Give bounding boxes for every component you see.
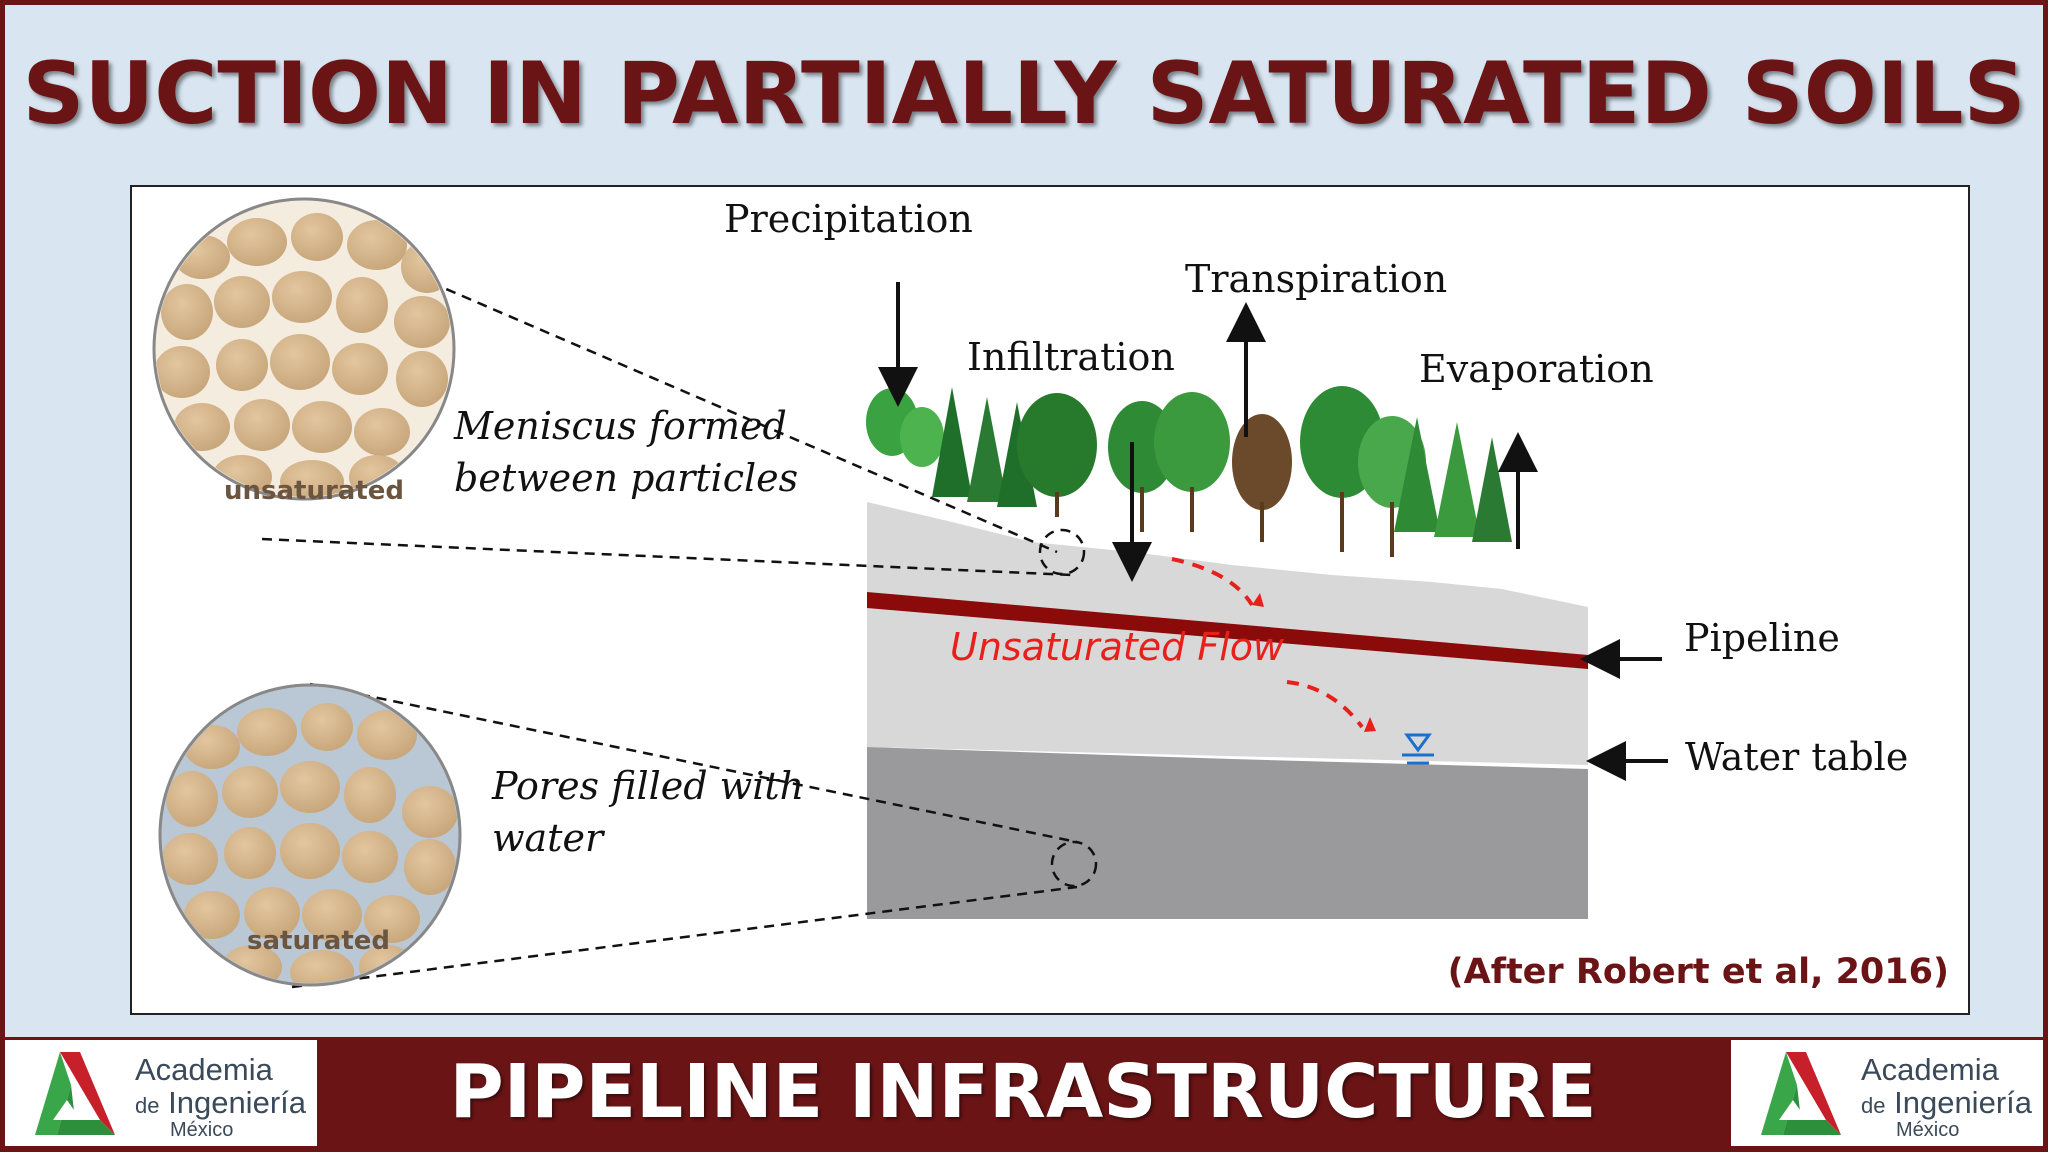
pores-caption-line2: water [492, 816, 606, 860]
saturated-badge: saturated [247, 926, 390, 956]
unsaturated-flow-label: Unsaturated Flow [950, 625, 1285, 669]
infiltration-label: Infiltration [967, 335, 1175, 379]
transpiration-label: Transpiration [1185, 257, 1447, 301]
logo-line3: México [170, 1119, 234, 1141]
citation: (After Robert et al, 2016) [1448, 952, 1949, 992]
logo-line1: Academia [1861, 1052, 1999, 1087]
logo-line2: Ingeniería [168, 1085, 306, 1120]
diagram-panel: Precipitation Transpiration Infiltration… [130, 185, 1970, 1015]
zoom-callout-lines [261, 240, 1098, 989]
logo-line2-prefix: de [1861, 1093, 1886, 1118]
academia-logo-right: Academia de Ingeniería México [1731, 1040, 2043, 1146]
forest-canopy [866, 386, 1512, 557]
pipeline-label: Pipeline [1684, 616, 1840, 660]
slide-title: SUCTION IN PARTIALLY SATURATED SOILS [22, 44, 2026, 144]
water-table-icon [1402, 733, 1434, 765]
meniscus-caption-line2: between particles [454, 456, 798, 500]
saturated-soil-zone [867, 747, 1588, 919]
precipitation-label: Precipitation [724, 197, 973, 241]
unsaturated-badge: unsaturated [224, 476, 404, 506]
flow-arrowhead-icon [1364, 717, 1376, 732]
academia-emblem-icon [35, 1052, 115, 1135]
unsaturated-flow-arrows [1171, 557, 1364, 729]
logo-line2: Ingeniería [1894, 1085, 2032, 1120]
footer-title: PIPELINE INFRASTRUCTURE [449, 1049, 1597, 1135]
unsaturated-soil-circle [152, 197, 456, 501]
pipeline [867, 592, 1588, 669]
academia-logo-left: Academia de Ingeniería México [5, 1040, 317, 1146]
pores-caption-line1: Pores filled with [491, 764, 804, 808]
footer-bar: PIPELINE INFRASTRUCTURE [5, 1037, 2043, 1147]
logo-line3: México [1896, 1119, 1960, 1141]
logo-line2-prefix: de [135, 1093, 160, 1118]
saturated-soil-circle [158, 683, 462, 987]
soil-diagram: Precipitation Transpiration Infiltration… [152, 197, 1949, 992]
evaporation-label: Evaporation [1419, 347, 1654, 391]
flow-arrowhead-icon [1252, 593, 1264, 607]
meniscus-caption-line1: Meniscus formed [453, 404, 787, 448]
water-table-label: Water table [1685, 735, 1908, 779]
logo-line1: Academia [135, 1052, 273, 1087]
academia-emblem-icon [1761, 1052, 1841, 1135]
